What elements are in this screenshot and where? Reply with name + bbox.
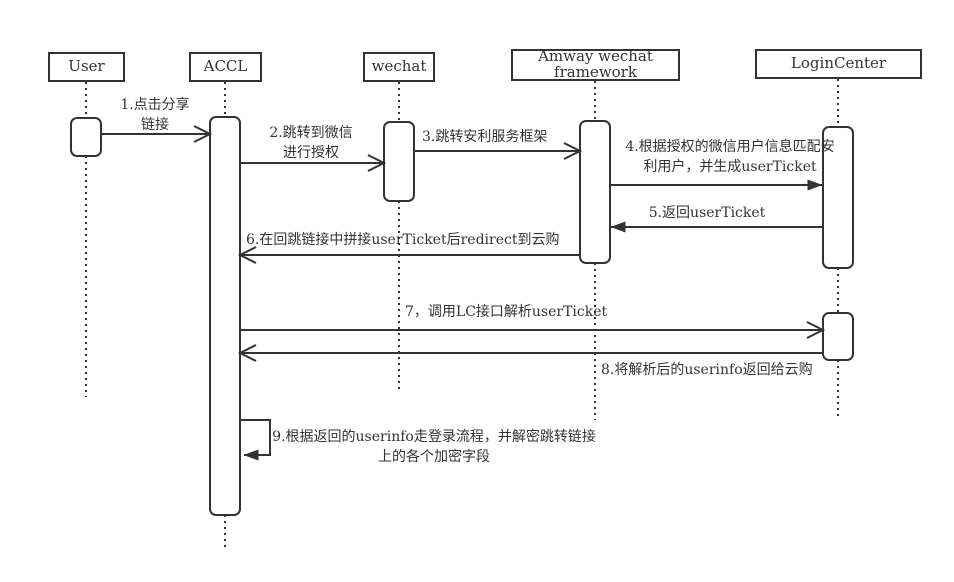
message-1-label: 1.点击分享 链接: [120, 97, 190, 133]
message-8-label: 8.将解析后的userinfo返回给云购: [601, 362, 813, 378]
activation-accl: [209, 116, 241, 516]
message-3-label: 3.跳转安利服务框架: [422, 129, 548, 145]
message-2-label: 2.跳转到微信 进行授权: [269, 125, 353, 161]
actor-accl-label: ACCL: [203, 57, 248, 76]
actor-logincenter: LoginCenter: [755, 49, 922, 79]
activation-wechat: [383, 121, 415, 202]
actor-wechat: wechat: [363, 52, 435, 82]
actor-accl: ACCL: [189, 52, 262, 82]
message-5-label: 5.返回userTicket: [648, 205, 766, 221]
actor-user: User: [48, 52, 125, 82]
activation-logincenter-1: [822, 126, 854, 269]
message-6-label: 6.在回跳链接中拼接userTicket后redirect到云购: [246, 232, 560, 248]
message-9-self-arrow: [240, 419, 271, 461]
message-9-label: 9.根据返回的userinfo走登录流程，并解密跳转链接 上的各个加密字段: [272, 429, 596, 465]
message-7-label: 7，调用LC接口解析userTicket: [405, 304, 608, 320]
actor-user-label: User: [68, 57, 105, 76]
activation-logincenter-2: [822, 312, 854, 361]
actor-wechat-label: wechat: [371, 57, 427, 76]
activation-user: [70, 117, 102, 157]
actor-amway-wechat-framework-label: Amway wechat framework: [538, 47, 653, 81]
message-4-label: 4.根据授权的微信用户信息匹配安 利用户，并生成userTicket: [625, 139, 835, 175]
actor-amway-wechat-framework: Amway wechat framework: [511, 47, 680, 81]
actor-logincenter-label: LoginCenter: [790, 54, 887, 73]
activation-amway-framework: [579, 120, 611, 264]
